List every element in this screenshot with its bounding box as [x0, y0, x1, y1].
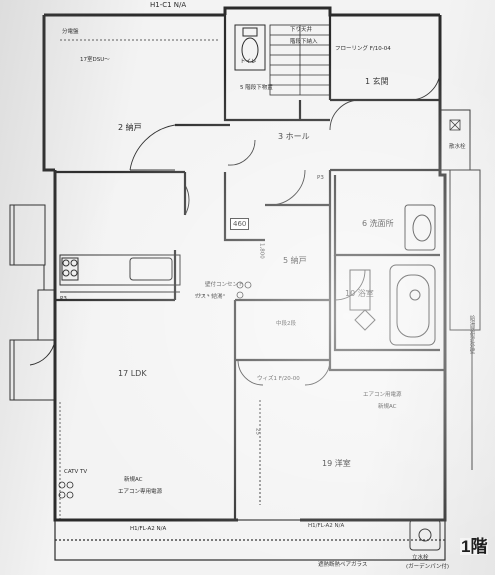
- outlet-label: 壁付コンセント: [205, 282, 244, 288]
- aircon-dedicated-ldk-label: エアコン専用電源: [118, 489, 163, 495]
- room-entrance: 1 玄関: [365, 77, 389, 86]
- distribution-panel-label: 分電盤: [62, 29, 79, 35]
- dimension-460: 460: [230, 218, 250, 230]
- crawl-space-label: ウィズ1 F/20-00: [257, 376, 300, 382]
- room-bath: 10 浴室: [345, 289, 374, 298]
- garden-tap-label-2: (ガーデンパン付): [406, 564, 450, 570]
- floor-indicator: 1階: [460, 537, 489, 556]
- room-hall: 3 ホール: [278, 132, 310, 141]
- toilet-fixture: [234, 24, 266, 71]
- middle-landing-label: 中段2段: [276, 321, 296, 327]
- aircon-ldk-label: 新規AC: [124, 477, 143, 483]
- gas-unit-label: ガス・給湯: [195, 294, 223, 300]
- stair-ceiling-label: 下り天井: [290, 27, 313, 33]
- door-swings: [29, 69, 441, 386]
- room-western: 19 洋室: [322, 459, 351, 468]
- kitchen-counter: [59, 254, 181, 293]
- aircon-room-label: 新規AC: [378, 404, 397, 410]
- garden-tap-label: 立水栓: [412, 555, 429, 561]
- water-meter-label: 散水栓: [449, 144, 466, 150]
- sunken-ceiling-label: 17室DSU～: [80, 57, 110, 63]
- electrical-symbols: [58, 119, 461, 499]
- south-deck-label-a: H1/FL-A2 N/A: [130, 526, 167, 532]
- flooring-label: フローリング F/10-04: [335, 46, 391, 52]
- aircon-power-label: エアコン用電源: [363, 392, 402, 398]
- sliding-door: [240, 359, 330, 505]
- stair-storage-label: 階段下納入: [290, 39, 318, 45]
- room-storage-5: 5 納戸: [283, 256, 307, 265]
- staircase: [269, 24, 331, 96]
- bath-fixtures: [349, 204, 436, 346]
- room-washroom: 6 洗面所: [362, 219, 394, 228]
- south-deck-outline: [54, 519, 446, 561]
- left-openings: [9, 204, 56, 401]
- dimension-p3-left: P3: [60, 296, 67, 302]
- dimension-p3-right: P3: [317, 175, 324, 181]
- right-wall-note: 給湯器付近外壁: [468, 315, 475, 354]
- dimension-25: 25: [254, 428, 261, 435]
- south-wall-note: 遮熱断熱ペアガラス: [318, 562, 368, 568]
- room-ldk: 17 LDK: [118, 369, 147, 378]
- south-deck-label-b: H1/FL-A2 N/A: [308, 523, 345, 529]
- room-storage-2: 2 納戸: [118, 123, 142, 132]
- top-level-note: H1-C1 N/A: [150, 1, 187, 9]
- under-stair-label: 5 階段下物置: [240, 85, 273, 91]
- dimension-1800: 1,800: [258, 243, 265, 259]
- catv-label: CATV TV: [64, 469, 88, 475]
- right-openings: [439, 109, 481, 470]
- toilet-label: トイレ: [240, 59, 257, 65]
- garden-tap: [409, 519, 441, 551]
- dashed-lines: [59, 39, 225, 520]
